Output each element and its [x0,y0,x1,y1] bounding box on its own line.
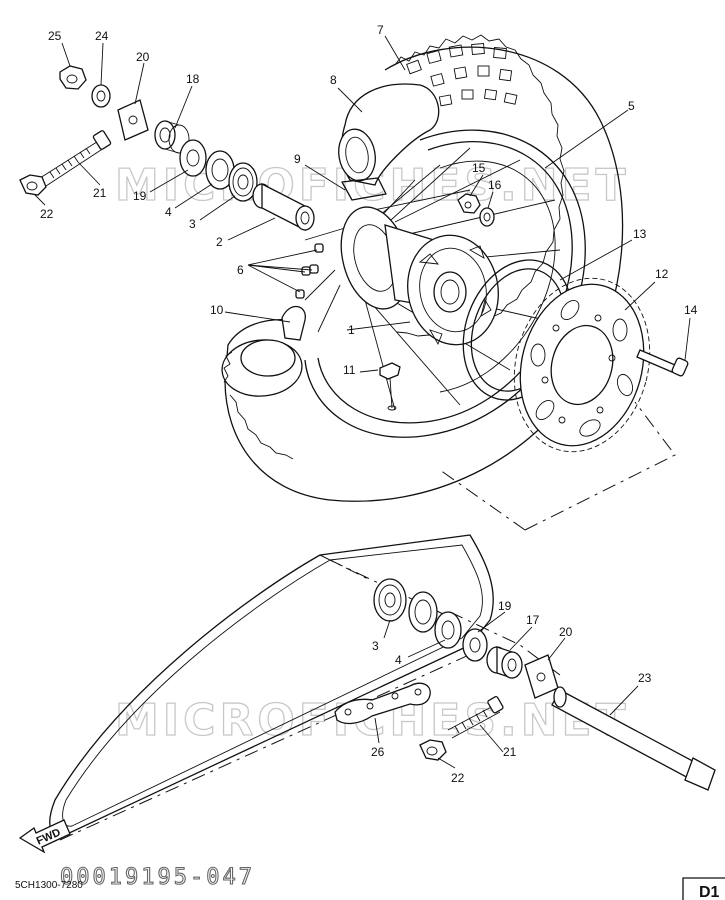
bearing-part-3-top [228,162,258,202]
axle-part-23 [551,686,716,791]
nut-part-15 [457,193,481,214]
callout-21: 21 [93,186,107,200]
nut-part-22-bottom [419,739,447,761]
page-code: D1 [699,884,720,900]
bolt-part-14 [636,349,689,377]
chain-loop [49,534,494,837]
callout-22: 22 [40,207,54,221]
callout-23: 23 [638,671,652,685]
callout-2: 2 [216,235,223,249]
seal-part-19-mid [434,611,462,649]
bearing-part-4-bottom [408,591,438,633]
callout-19: 19 [133,189,147,203]
reference-code: 5CH1300-7280 [15,880,83,891]
callout-21-lower: 21 [503,745,517,759]
callout-26: 26 [371,745,385,759]
callout-4: 4 [165,205,172,219]
callout-20: 20 [136,50,150,64]
callout-8: 8 [330,73,337,87]
callout-12: 12 [655,267,669,281]
handwritten-number: 00019195-047 [60,865,255,890]
callout-15: 15 [472,161,486,175]
chain-joint-part-26 [334,682,431,725]
callout-18: 18 [186,72,200,86]
washer-part-16 [479,207,495,227]
callout-4-lower: 4 [395,653,402,667]
adjuster-part-20-bottom [524,654,559,699]
callout-7: 7 [377,23,384,37]
callout-3-lower: 3 [372,639,379,653]
callout-24: 24 [95,29,109,43]
page-code-box: D1 [682,877,725,900]
callout-labels: 25 24 20 18 22 21 19 4 3 2 6 10 1 11 7 8… [40,23,698,785]
seal-part-19-bottom [462,628,488,662]
callout-5: 5 [628,99,635,113]
spacer-part-2 [252,182,315,232]
bolt-part-21-top [39,130,112,187]
callout-25: 25 [48,29,62,43]
leader-lines [34,35,691,769]
brake-disc-part-10 [221,305,306,397]
callout-6: 6 [237,263,244,277]
collar-part-18 [154,120,190,154]
callout-16: 16 [488,178,502,192]
callout-1: 1 [348,323,355,337]
adjuster-part-20-top [117,99,149,141]
forward-arrow: FWD [18,819,71,854]
callout-11: 11 [343,363,356,377]
sprocket-part-12 [513,277,651,453]
callout-10: 10 [210,303,224,317]
callout-22-lower: 22 [451,771,465,785]
bolt-part-11 [379,362,401,411]
bolt-part-21-bottom [447,696,504,739]
nut-part-22-top [19,174,47,196]
callout-14: 14 [684,303,698,317]
nut-part-25 [59,65,87,90]
seal-part-19-top [179,139,207,177]
dash-dot-guide-lines [59,401,676,841]
callout-17: 17 [526,613,540,627]
callout-20-lower: 20 [559,625,573,639]
callout-19-lower: 19 [498,599,512,613]
bearing-part-3-bottom [373,578,407,622]
collar-part-17 [486,646,523,679]
callout-13: 13 [633,227,647,241]
callout-3: 3 [189,217,196,231]
callout-9: 9 [294,152,301,166]
washer-part-24 [91,84,111,108]
rim-band-part-8 [338,83,440,201]
